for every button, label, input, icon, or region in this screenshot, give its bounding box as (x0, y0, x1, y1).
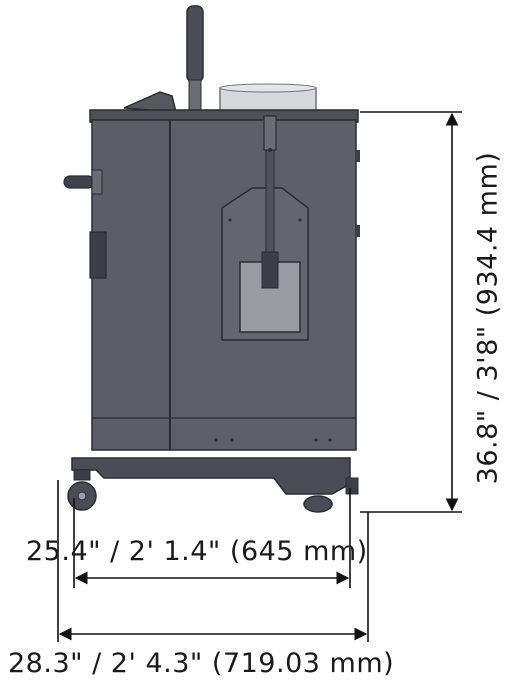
bottom-bolts (214, 438, 332, 442)
side-switch-panel (89, 231, 107, 279)
height-label: 36.8" / 3'8" (934.4 mm) (472, 151, 504, 485)
front-mechanism (221, 115, 309, 341)
height-dimension (360, 111, 462, 513)
inner-depth-dimension (73, 488, 351, 588)
top-cylinder (219, 83, 317, 113)
top-handle (186, 5, 204, 115)
right-caster (303, 495, 333, 513)
depth-outer-label: 28.3" / 2' 4.3" (719.03 mm) (8, 648, 395, 679)
side-knob (63, 169, 103, 195)
right-brackets (355, 150, 360, 237)
base-frame (71, 457, 359, 495)
left-caster (67, 469, 97, 511)
outer-depth-dimension (57, 480, 369, 642)
top-hopper (123, 91, 177, 113)
depth-inner-label: 25.4" / 2' 1.4" (645 mm) (26, 536, 368, 567)
